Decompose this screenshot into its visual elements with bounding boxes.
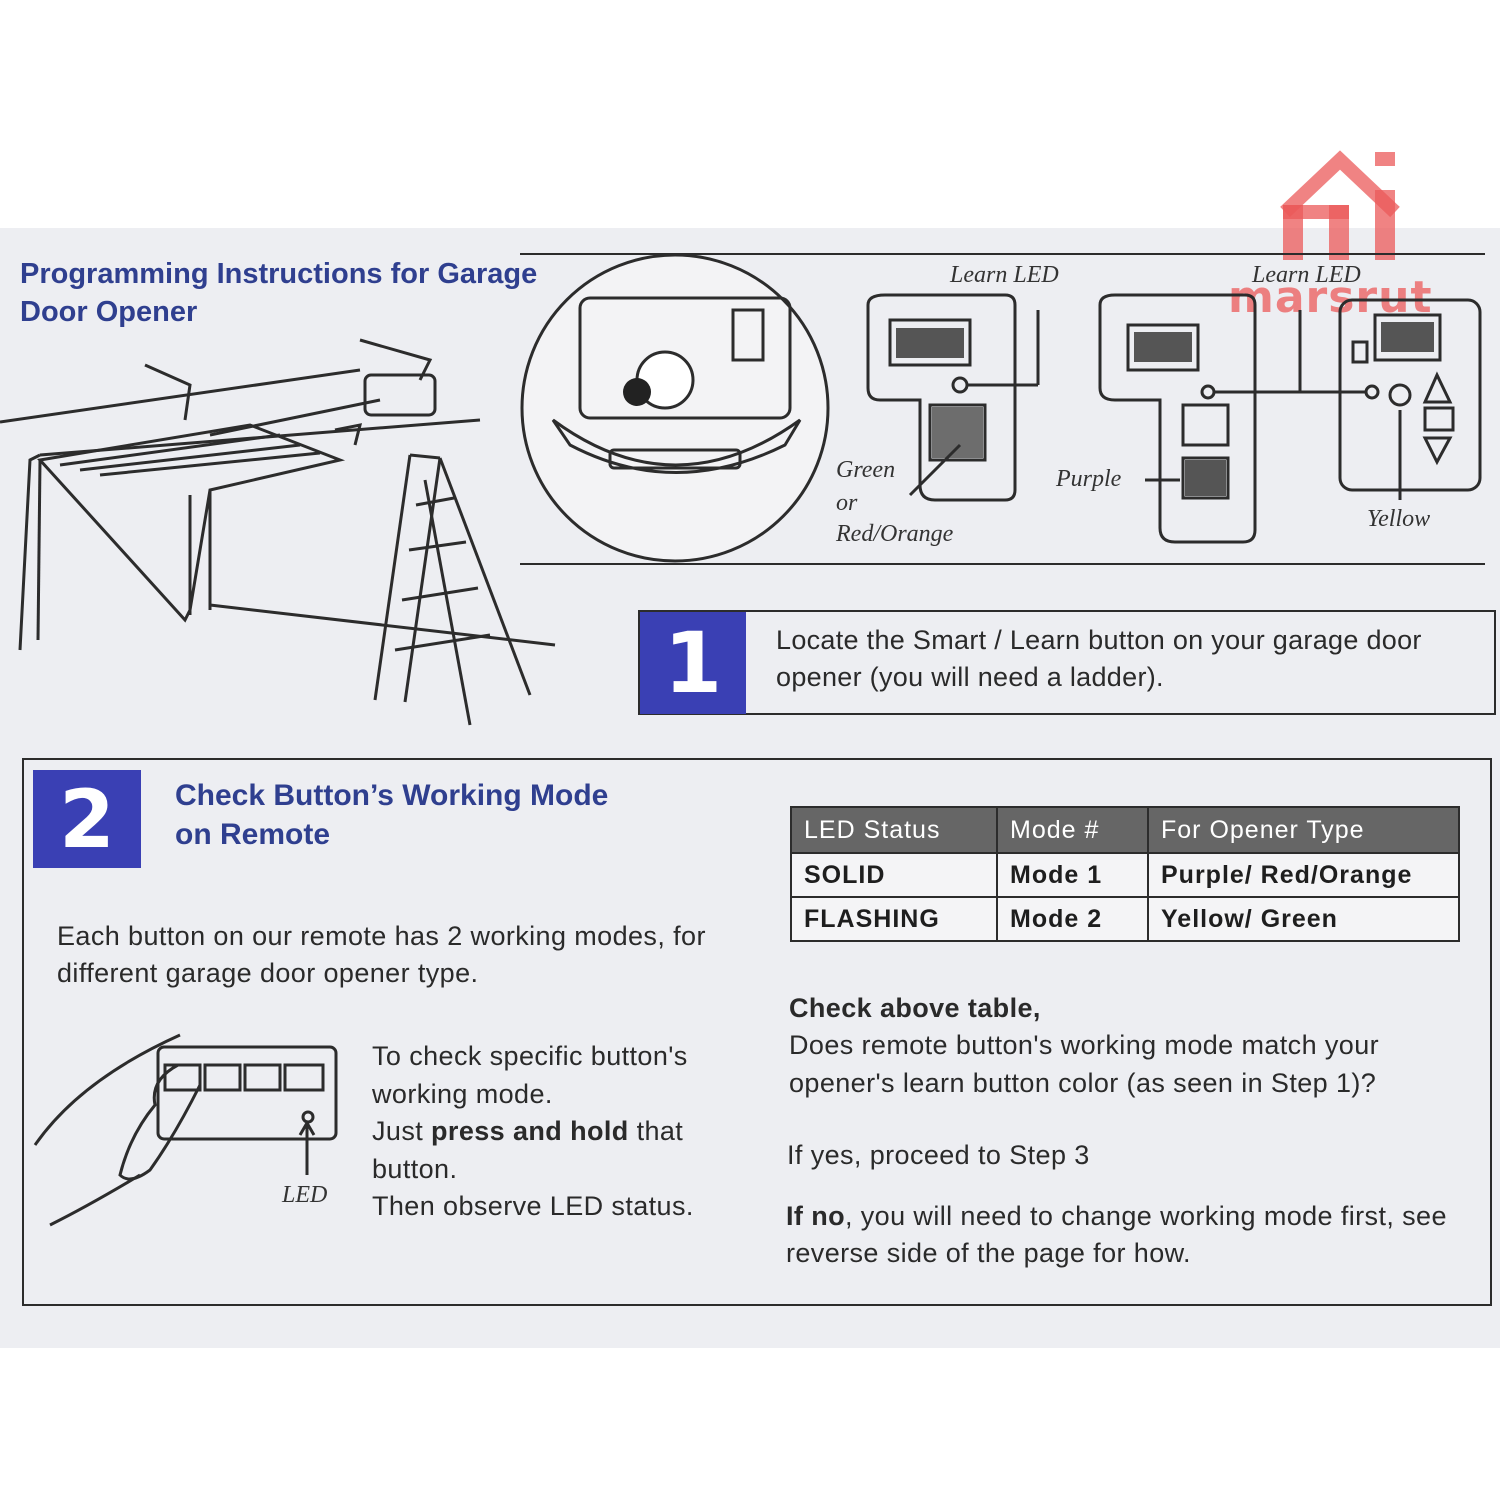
table-header-mode: Mode # <box>996 806 1149 854</box>
learn-button-diagrams <box>866 293 1482 544</box>
red-orange-label: Red/Orange <box>836 521 954 547</box>
if-no-bold: If no <box>786 1201 845 1231</box>
step1-panel <box>638 610 1496 715</box>
step2-title: Check Button’s Working Mode on Remote <box>175 776 695 854</box>
table-header-row: LED Status Mode # For Opener Type <box>790 806 1460 854</box>
match-question: Does remote button's working mode match … <box>789 1030 1380 1098</box>
check-line3: Then observe LED status. <box>372 1191 694 1222</box>
table-cell: Purple/ Red/Orange <box>1147 852 1460 898</box>
if-no-rest: , you will need to change working mode f… <box>786 1201 1447 1269</box>
garage-ladder-illustration <box>0 338 556 726</box>
step1-number-badge: 1 <box>640 612 746 714</box>
step2-intro: Each button on our remote has 2 working … <box>57 921 706 989</box>
led-mode-table: LED Status Mode # For Opener Type SOLID … <box>790 806 1460 942</box>
table-cell: Mode 1 <box>996 852 1149 898</box>
or-label: or <box>836 490 858 516</box>
yellow-label: Yellow <box>1367 506 1431 532</box>
if-no-text: If no, you will need to change working m… <box>786 1198 1476 1273</box>
table-cell: FLASHING <box>790 896 998 942</box>
opener-detail-panel <box>520 253 1485 565</box>
learn-led-label-2: Learn LED <box>1252 262 1361 288</box>
page-title: Programming Instructions for Garage Door… <box>20 258 538 328</box>
table-cell: Yellow/ Green <box>1147 896 1460 942</box>
table-header-opener-type: For Opener Type <box>1147 806 1460 854</box>
check-table-question: Check above table, Does remote button's … <box>789 990 1469 1102</box>
if-yes-text: If yes, proceed to Step 3 <box>787 1140 1090 1170</box>
check-line2-pre: Just <box>372 1116 432 1147</box>
step1-text: Locate the Smart / Learn button on your … <box>776 625 1422 692</box>
table-cell: Mode 2 <box>996 896 1149 942</box>
table-cell: SOLID <box>790 852 998 898</box>
check-line1: To check specific button's working mode. <box>372 1041 688 1109</box>
learn-led-label-1: Learn LED <box>950 262 1059 288</box>
table-header-led-status: LED Status <box>790 806 998 854</box>
check-table-heading: Check above table, <box>789 993 1041 1023</box>
step2-number-badge: 2 <box>33 770 141 868</box>
table-row: SOLID Mode 1 Purple/ Red/Orange <box>790 852 1460 898</box>
check-line2-bold: press and hold <box>431 1116 629 1147</box>
opener-closeup-illustration <box>520 253 830 563</box>
check-line2-post: that button. <box>372 1116 684 1184</box>
step2-panel <box>22 758 1492 1306</box>
step2-title-line1: Check Button’s Working Mode <box>175 779 609 812</box>
check-instructions: To check specific button's working mode.… <box>372 1038 742 1226</box>
hand-remote-illustration <box>33 1033 338 1227</box>
marsrut-logo-icon <box>1280 150 1400 260</box>
green-label: Green <box>836 457 896 483</box>
check-line2: Just press and hold that button. <box>372 1113 742 1188</box>
purple-label: Purple <box>1056 466 1122 492</box>
step2-title-line2: on Remote <box>175 818 331 851</box>
table-row: FLASHING Mode 2 Yellow/ Green <box>790 896 1460 942</box>
remote-led-label: LED <box>282 1182 328 1208</box>
